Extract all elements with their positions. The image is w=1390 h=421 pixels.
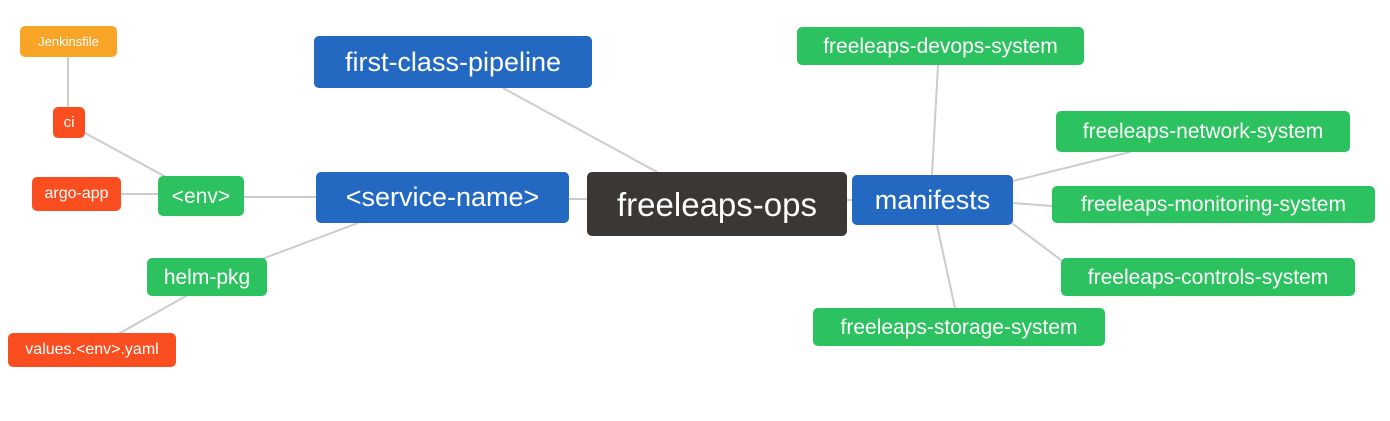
edge-manifests-freeleaps-monitoring-system — [1012, 202, 1053, 207]
node-first-class-pipeline[interactable]: first-class-pipeline — [314, 36, 592, 88]
node-freeleaps-devops-system[interactable]: freeleaps-devops-system — [797, 27, 1084, 65]
edge-ci-env — [84, 132, 167, 178]
node-values-env-yaml[interactable]: values.<env>.yaml — [8, 333, 176, 367]
node-helm-pkg[interactable]: helm-pkg — [147, 258, 267, 296]
edge-manifests-freeleaps-devops-system — [931, 64, 939, 176]
edge-first-class-pipeline-freeleaps-ops — [502, 87, 658, 173]
node-freeleaps-storage-system[interactable]: freeleaps-storage-system — [813, 308, 1105, 346]
node-service-name[interactable]: <service-name> — [316, 172, 569, 223]
node-freeleaps-ops[interactable]: freeleaps-ops — [587, 172, 847, 236]
node-jenkinsfile[interactable]: Jenkinsfile — [20, 26, 117, 57]
node-freeleaps-monitoring-system[interactable]: freeleaps-monitoring-system — [1052, 186, 1375, 223]
edge-manifests-freeleaps-controls-system — [1012, 223, 1062, 261]
edge-values-env-yaml-helm-pkg — [119, 295, 187, 334]
node-argo-app[interactable]: argo-app — [32, 177, 121, 211]
node-manifests[interactable]: manifests — [852, 175, 1013, 225]
node-freeleaps-controls-system[interactable]: freeleaps-controls-system — [1061, 258, 1355, 296]
edge-manifests-freeleaps-network-system — [1012, 151, 1131, 182]
node-env[interactable]: <env> — [158, 176, 244, 216]
edge-manifests-freeleaps-storage-system — [936, 224, 956, 309]
node-ci[interactable]: ci — [53, 107, 85, 138]
edge-service-name-helm-pkg — [261, 222, 359, 260]
node-freeleaps-network-system[interactable]: freeleaps-network-system — [1056, 111, 1350, 152]
